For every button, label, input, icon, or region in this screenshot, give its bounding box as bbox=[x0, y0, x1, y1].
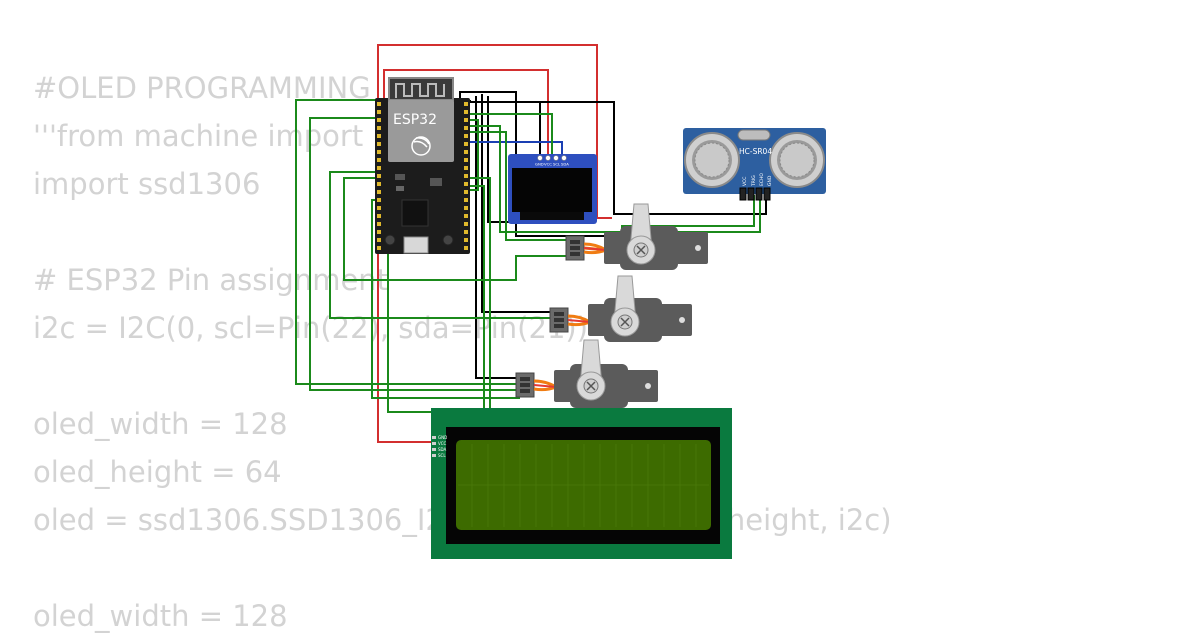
oled-pin-label: VCC bbox=[544, 162, 552, 167]
boot-button[interactable] bbox=[384, 234, 396, 246]
esp32-label: ESP32 bbox=[393, 112, 437, 128]
lcd-pin-label: GND bbox=[438, 435, 447, 440]
esp32-shield bbox=[388, 100, 454, 162]
lcd-pins[interactable] bbox=[432, 436, 436, 457]
oled-pin-label: SDA bbox=[561, 162, 569, 167]
transducer-right-icon bbox=[769, 132, 825, 188]
wire-sig-g bbox=[462, 131, 566, 241]
reset-button[interactable] bbox=[442, 234, 454, 246]
oled-display[interactable]: GND VCC SCL SDA bbox=[508, 154, 597, 224]
component-icon bbox=[430, 178, 442, 186]
oled-pin-label: SCL bbox=[553, 162, 561, 167]
usb-port-icon bbox=[403, 236, 429, 254]
wire-power-lcd bbox=[377, 44, 612, 443]
wire-sig-a bbox=[295, 99, 520, 385]
esp32-pin-header-left[interactable] bbox=[377, 102, 381, 250]
wire-sig-f bbox=[462, 125, 761, 233]
code-line: oled_width = 128 bbox=[33, 407, 288, 441]
wire-sig-d bbox=[343, 177, 568, 281]
crystal-icon bbox=[737, 129, 771, 141]
ultrasonic-pins[interactable] bbox=[739, 187, 771, 201]
ultrasonic-label: HC-SR04 bbox=[739, 147, 772, 156]
lcd-pin-label: SDA bbox=[438, 447, 447, 452]
wire-power-oled bbox=[383, 69, 549, 155]
servo-motor-3[interactable] bbox=[515, 339, 658, 408]
component-icon bbox=[395, 174, 405, 180]
oled-pins[interactable] bbox=[537, 155, 567, 161]
esp32-board[interactable]: ESP32 bbox=[375, 77, 470, 254]
wire-sig-c bbox=[329, 171, 552, 319]
wire-sig-b bbox=[309, 117, 520, 391]
antenna-icon bbox=[388, 77, 454, 101]
oled-pin-label: GND bbox=[535, 162, 544, 167]
code-line: oled_height = 64 bbox=[33, 455, 282, 489]
lcd-pin-label: VCC bbox=[438, 441, 447, 446]
code-line: import ssd1306 bbox=[33, 167, 261, 201]
ultrasonic-pin-label: ECHO bbox=[759, 173, 765, 186]
ultrasonic-pin-label: VCC bbox=[742, 177, 748, 186]
wire-gnd-main bbox=[459, 91, 612, 237]
servo-motor-1[interactable] bbox=[565, 203, 708, 270]
wire-i2c-sda bbox=[462, 141, 563, 155]
transducer-left-icon bbox=[684, 132, 740, 188]
chip-icon bbox=[401, 199, 429, 227]
component-icon bbox=[396, 186, 404, 191]
oled-screen-bezel bbox=[520, 212, 584, 220]
espressif-logo-icon bbox=[411, 136, 431, 156]
lcd-pin-label: SCL bbox=[438, 453, 446, 458]
wire-gnd-servo2 bbox=[481, 94, 552, 313]
ultrasonic-sensor[interactable]: HC-SR04 VCC TRIG ECHO GND bbox=[683, 128, 826, 201]
code-line: oled_width = 128 bbox=[33, 599, 288, 633]
lcd-character-grid bbox=[458, 444, 709, 527]
wire-sig-j bbox=[462, 113, 553, 155]
ultrasonic-pin-label: GND bbox=[767, 175, 773, 186]
esp32-pin-header-right[interactable] bbox=[464, 102, 468, 250]
code-line: # ESP32 Pin assignment bbox=[33, 263, 389, 297]
servo-motor-2[interactable] bbox=[549, 275, 692, 342]
lcd-display[interactable]: GND VCC SDA SCL bbox=[431, 408, 732, 559]
ultrasonic-pin-label: TRIG bbox=[751, 175, 757, 187]
oled-screen bbox=[512, 168, 592, 212]
circuit-diagram[interactable]: ESP32 bbox=[0, 0, 1200, 630]
